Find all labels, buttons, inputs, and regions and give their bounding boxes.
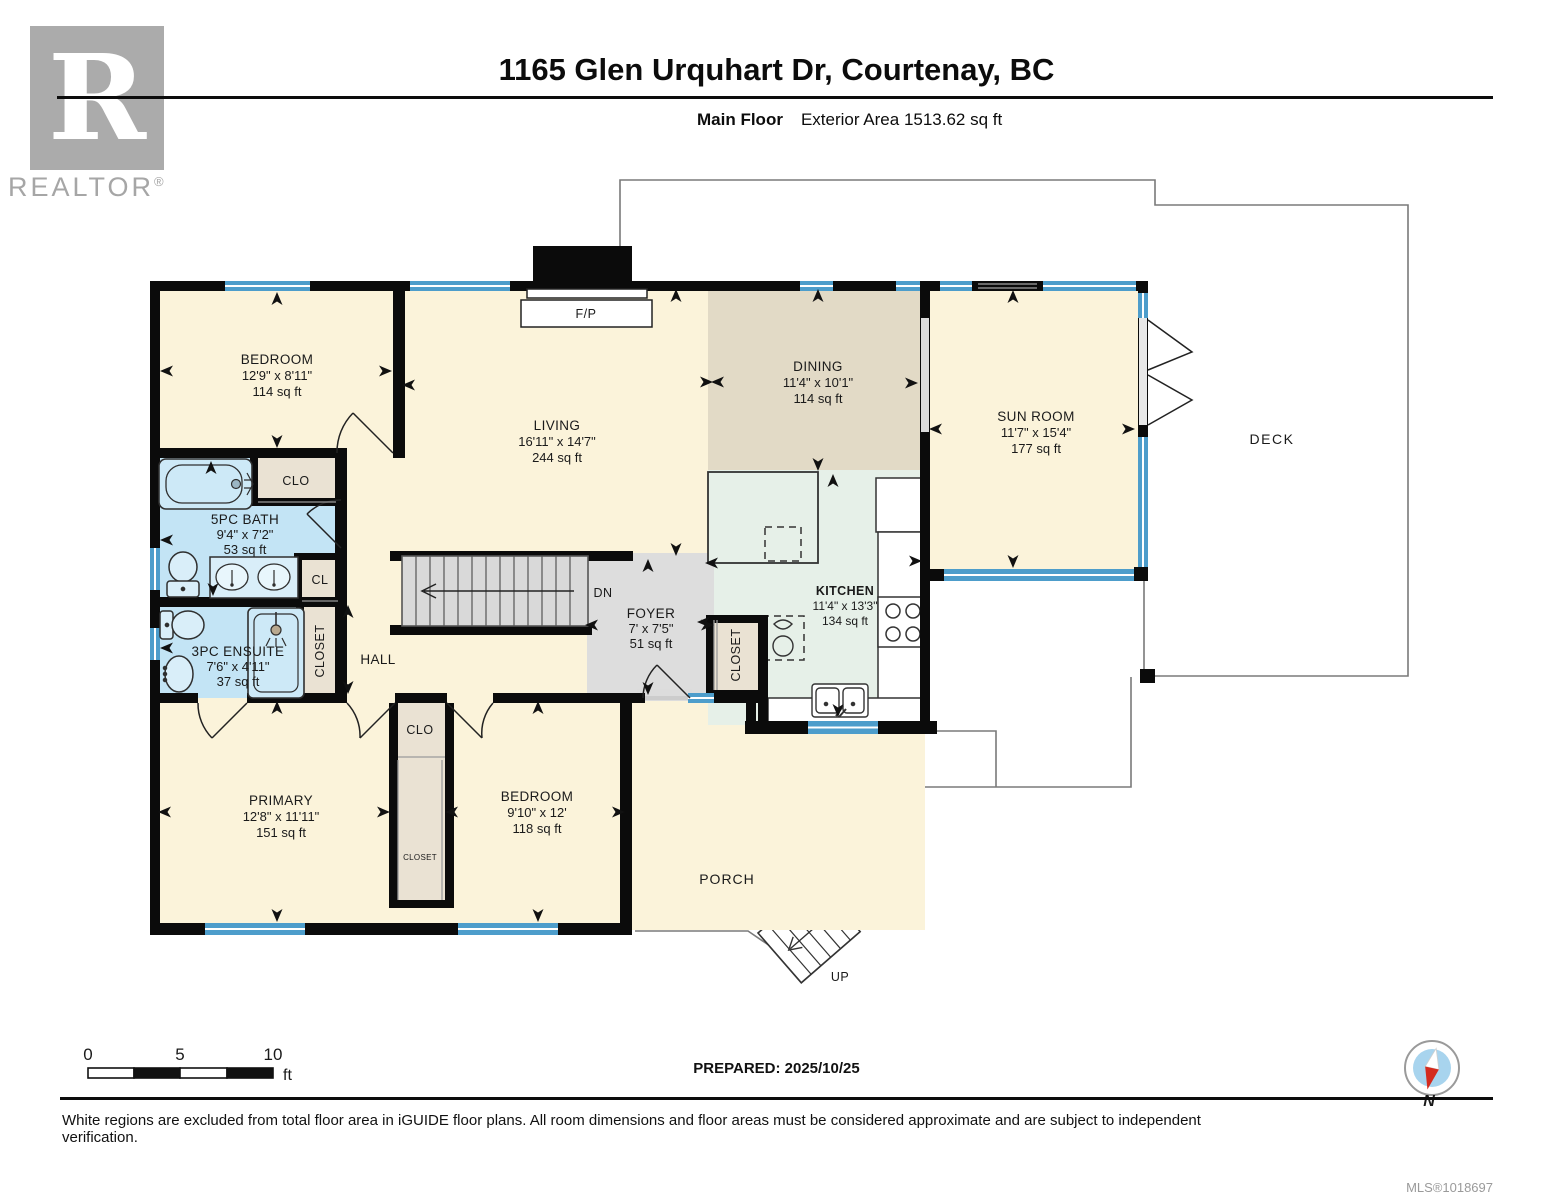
room-label-dining: DINING xyxy=(793,359,843,374)
kitchen-sink xyxy=(811,683,869,718)
compass: N xyxy=(1404,1040,1460,1110)
room-label-ensuite: 3PC ENSUITE xyxy=(192,644,285,659)
scale-unit: ft xyxy=(283,1067,292,1084)
room-area-primary: 151 sq ft xyxy=(256,825,306,840)
bath-vanity xyxy=(209,556,299,599)
ensuite-sink xyxy=(162,655,194,693)
stairs-dn xyxy=(401,555,589,627)
page-title: 1165 Glen Urquhart Dr, Courtenay, BC xyxy=(498,52,1055,87)
kitchen-stove xyxy=(877,596,926,648)
kitchen-prep-sink xyxy=(772,619,794,657)
room-dims-foyer: 7' x 7'5" xyxy=(629,621,674,636)
prepared-date: PREPARED: 2025/10/25 xyxy=(693,1060,860,1077)
label-clo-bedroom: CLO xyxy=(406,723,433,737)
room-area-living: 244 sq ft xyxy=(532,450,582,465)
room-label-bedroom2: BEDROOM xyxy=(501,789,574,804)
label-closet-ensuite: CLOSET xyxy=(313,624,327,677)
room-dims-dining: 11'4" x 10'1" xyxy=(783,375,854,390)
scale-tick-10: 10 xyxy=(264,1045,283,1064)
room-label-kitchen: KITCHEN xyxy=(816,584,874,598)
floor-label: Main Floor xyxy=(697,110,783,129)
room-label-bedroom1: BEDROOM xyxy=(241,352,314,367)
room-area-bath: 53 sq ft xyxy=(224,542,267,557)
compass-n-label: N xyxy=(1423,1093,1435,1110)
registered-mark: ® xyxy=(154,174,167,189)
label-dn: DN xyxy=(593,586,612,600)
footer-rule xyxy=(60,1097,1493,1100)
door-swings xyxy=(197,319,1194,739)
ensuite-toilet xyxy=(159,610,205,640)
room-label-primary: PRIMARY xyxy=(249,793,313,808)
deck-post xyxy=(1140,669,1155,683)
room-area-dining: 114 sq ft xyxy=(794,391,843,406)
room-label-foyer: FOYER xyxy=(627,606,676,621)
room-dims-bedroom1: 12'9" x 8'11" xyxy=(242,368,313,383)
room-area-kitchen: 134 sq ft xyxy=(822,614,869,628)
room-dims-kitchen: 11'4" x 13'3" xyxy=(813,599,878,613)
label-closet-bedrooms: CLOSET xyxy=(403,853,437,862)
room-area-foyer: 51 sq ft xyxy=(630,636,673,651)
room-dims-bedroom2: 9'10" x 12' xyxy=(507,805,566,820)
zone-label-hall: HALL xyxy=(360,652,395,667)
room-label-sunroom: SUN ROOM xyxy=(997,409,1074,424)
bathtub xyxy=(158,458,254,510)
room-area-bedroom2: 118 sq ft xyxy=(513,821,562,836)
floor-subtitle: Main Floor Exterior Area 1513.62 sq ft xyxy=(697,110,1002,130)
mls-number: MLS®1018697 xyxy=(1406,1180,1493,1195)
realtor-logo-word: REALTOR® xyxy=(8,172,167,202)
room-dims-bath: 9'4" x 7'2" xyxy=(217,527,274,542)
room-label-bath: 5PC BATH xyxy=(211,512,279,527)
label-cl: CL xyxy=(312,573,329,587)
room-dims-primary: 12'8" x 11'11" xyxy=(243,809,320,824)
ensuite-shower xyxy=(247,607,305,699)
room-dims-ensuite: 7'6" x 4'11" xyxy=(206,659,269,674)
room-dims-sunroom: 11'7" x 15'4" xyxy=(1001,425,1072,440)
disclaimer-text: White regions are excluded from total fl… xyxy=(62,1112,1201,1146)
room-area-bedroom1: 114 sq ft xyxy=(253,384,302,399)
scale-tick-5: 5 xyxy=(175,1045,184,1064)
label-clo-bath: CLO xyxy=(282,474,309,488)
zone-label-porch: PORCH xyxy=(699,871,755,887)
zone-label-deck: DECK xyxy=(1250,431,1295,447)
label-closet-kitchen: CLOSET xyxy=(729,628,743,681)
bath-toilet xyxy=(166,551,200,598)
title-rule xyxy=(57,96,1493,99)
scale-tick-0: 0 xyxy=(83,1045,92,1064)
room-label-living: LIVING xyxy=(534,418,581,433)
room-area-sunroom: 177 sq ft xyxy=(1011,441,1061,456)
label-up: UP xyxy=(831,970,849,984)
label-fp: F/P xyxy=(576,307,597,321)
exterior-area-label: Exterior Area 1513.62 sq ft xyxy=(800,110,1003,129)
room-area-ensuite: 37 sq ft xyxy=(217,674,260,689)
fireplace xyxy=(520,246,653,328)
windows xyxy=(150,281,1148,935)
closet-lines xyxy=(258,501,718,900)
room-dims-living: 16'11" x 14'7" xyxy=(518,434,596,449)
scale-bar: 0 5 10 ft xyxy=(83,1045,292,1084)
